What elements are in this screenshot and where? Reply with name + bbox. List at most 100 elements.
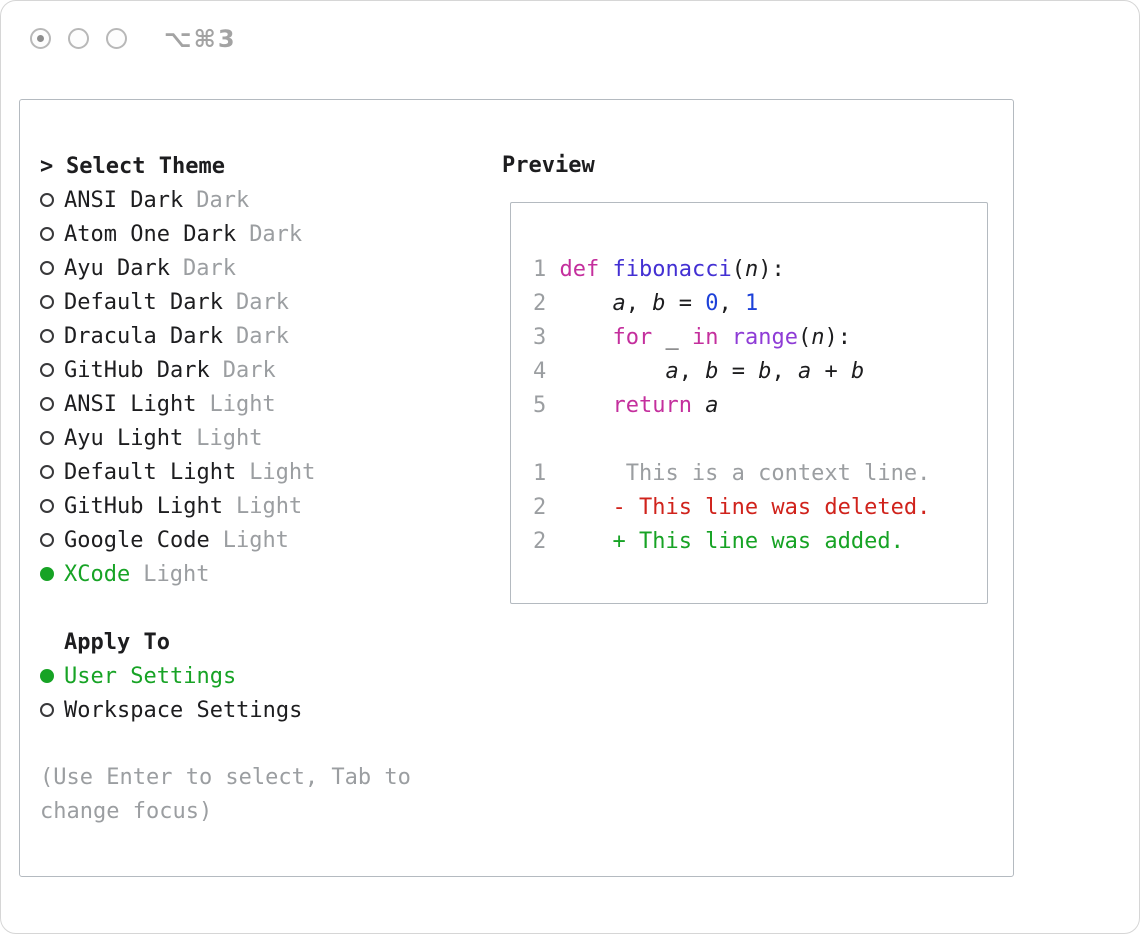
code-token — [692, 393, 705, 418]
option-variant: Light — [143, 561, 210, 587]
option-label: Ayu Dark — [64, 255, 170, 281]
code-token — [559, 359, 665, 384]
code-token: ( — [731, 256, 745, 282]
radio-icon — [40, 329, 54, 343]
option-label: Ayu Light — [64, 425, 184, 451]
option-label: Default Light — [64, 459, 237, 485]
code-token: = — [665, 290, 706, 316]
line-number: 1 — [533, 256, 547, 282]
radio-icon — [40, 499, 54, 513]
code-token: b — [705, 358, 719, 384]
line-number: 4 — [533, 358, 547, 384]
window-shortcut-label: ⌥⌘3 — [164, 25, 237, 53]
option-label: GitHub Light — [64, 493, 223, 519]
preview-title: Preview — [502, 153, 595, 178]
theme-option-xcode[interactable]: XCode Light — [40, 557, 424, 591]
option-variant: Dark — [249, 221, 303, 247]
radio-icon — [40, 227, 54, 241]
window-control-minimize[interactable] — [68, 28, 89, 49]
select-theme-title: > Select Theme — [40, 149, 424, 183]
code-token — [599, 257, 612, 282]
line-number: 5 — [533, 392, 547, 418]
window-control-zoom[interactable] — [106, 28, 127, 49]
radio-icon — [40, 465, 54, 479]
option-label: User Settings — [64, 663, 237, 689]
code-token: a — [797, 358, 812, 384]
diff-text: + This line was added. — [559, 528, 904, 554]
apply-option-user-settings[interactable]: User Settings — [40, 659, 424, 693]
radio-icon — [40, 261, 54, 275]
option-label: Atom One Dark — [64, 221, 237, 247]
line-number: 2 — [533, 528, 547, 554]
code-token: ): — [824, 324, 851, 350]
code-token: n — [744, 256, 759, 282]
theme-option-github-light[interactable]: GitHub Light Light — [40, 489, 424, 523]
code-line: 3 for _ in range(n): — [533, 320, 987, 354]
code-token: range — [731, 324, 798, 350]
diff-line-added: 2 + This line was added. — [533, 524, 987, 558]
line-number: 3 — [533, 324, 547, 350]
hint-text: (Use Enter to select, Tab to change focu… — [40, 765, 411, 824]
diff-text: This is a context line. — [559, 460, 931, 486]
theme-option-ayu-light[interactable]: Ayu Light Light — [40, 421, 424, 455]
code-token — [718, 325, 731, 350]
apply-option-workspace-settings[interactable]: Workspace Settings — [40, 693, 424, 727]
option-variant: Light — [196, 425, 263, 451]
apply-to-title: Apply To — [64, 629, 170, 655]
option-variant: Light — [222, 527, 289, 553]
code-token: b — [758, 358, 772, 384]
code-token: a — [612, 290, 626, 316]
line-number: 2 — [533, 290, 547, 316]
select-theme-label: Select Theme — [66, 153, 225, 179]
code-token — [559, 393, 612, 418]
radio-icon — [40, 397, 54, 411]
blank-line — [533, 422, 987, 456]
code-token: b — [652, 290, 666, 316]
code-token — [679, 325, 692, 350]
code-token — [559, 325, 612, 350]
option-variant: Light — [235, 493, 303, 519]
code-token: + — [811, 358, 851, 384]
code-token: = — [718, 358, 759, 384]
diff-lines: 1 This is a context line.2 - This line w… — [533, 456, 987, 558]
diff-text: - This line was deleted. — [559, 494, 931, 520]
code-token: for — [612, 324, 653, 350]
line-number: 1 — [533, 460, 547, 486]
radio-selected-icon — [40, 567, 54, 581]
code-line: 5 return a — [533, 388, 987, 422]
radio-icon — [40, 703, 54, 717]
radio-icon — [40, 295, 54, 309]
option-variant: Light — [249, 459, 316, 485]
diff-line-deleted: 2 - This line was deleted. — [533, 490, 987, 524]
code-token: a — [705, 392, 719, 418]
radio-selected-icon — [40, 669, 54, 683]
line-number: 2 — [533, 494, 547, 520]
option-label: Google Code — [64, 527, 210, 553]
code-token: , — [718, 290, 745, 316]
window-control-close[interactable] — [30, 28, 51, 49]
theme-option-default-light[interactable]: Default Light Light — [40, 455, 424, 489]
code-token: in — [691, 324, 719, 350]
radio-icon — [40, 533, 54, 547]
option-variant: Dark — [235, 323, 289, 349]
theme-option-google-code[interactable]: Google Code Light — [40, 523, 424, 557]
radio-icon — [40, 431, 54, 445]
code-token — [652, 325, 665, 350]
option-variant: Dark — [235, 289, 289, 315]
option-label: XCode — [64, 561, 131, 587]
theme-option-atom-one-dark[interactable]: Atom One Dark Dark — [40, 217, 424, 251]
diff-line-context: 1 This is a context line. — [533, 456, 987, 490]
code-token: ( — [797, 324, 812, 350]
